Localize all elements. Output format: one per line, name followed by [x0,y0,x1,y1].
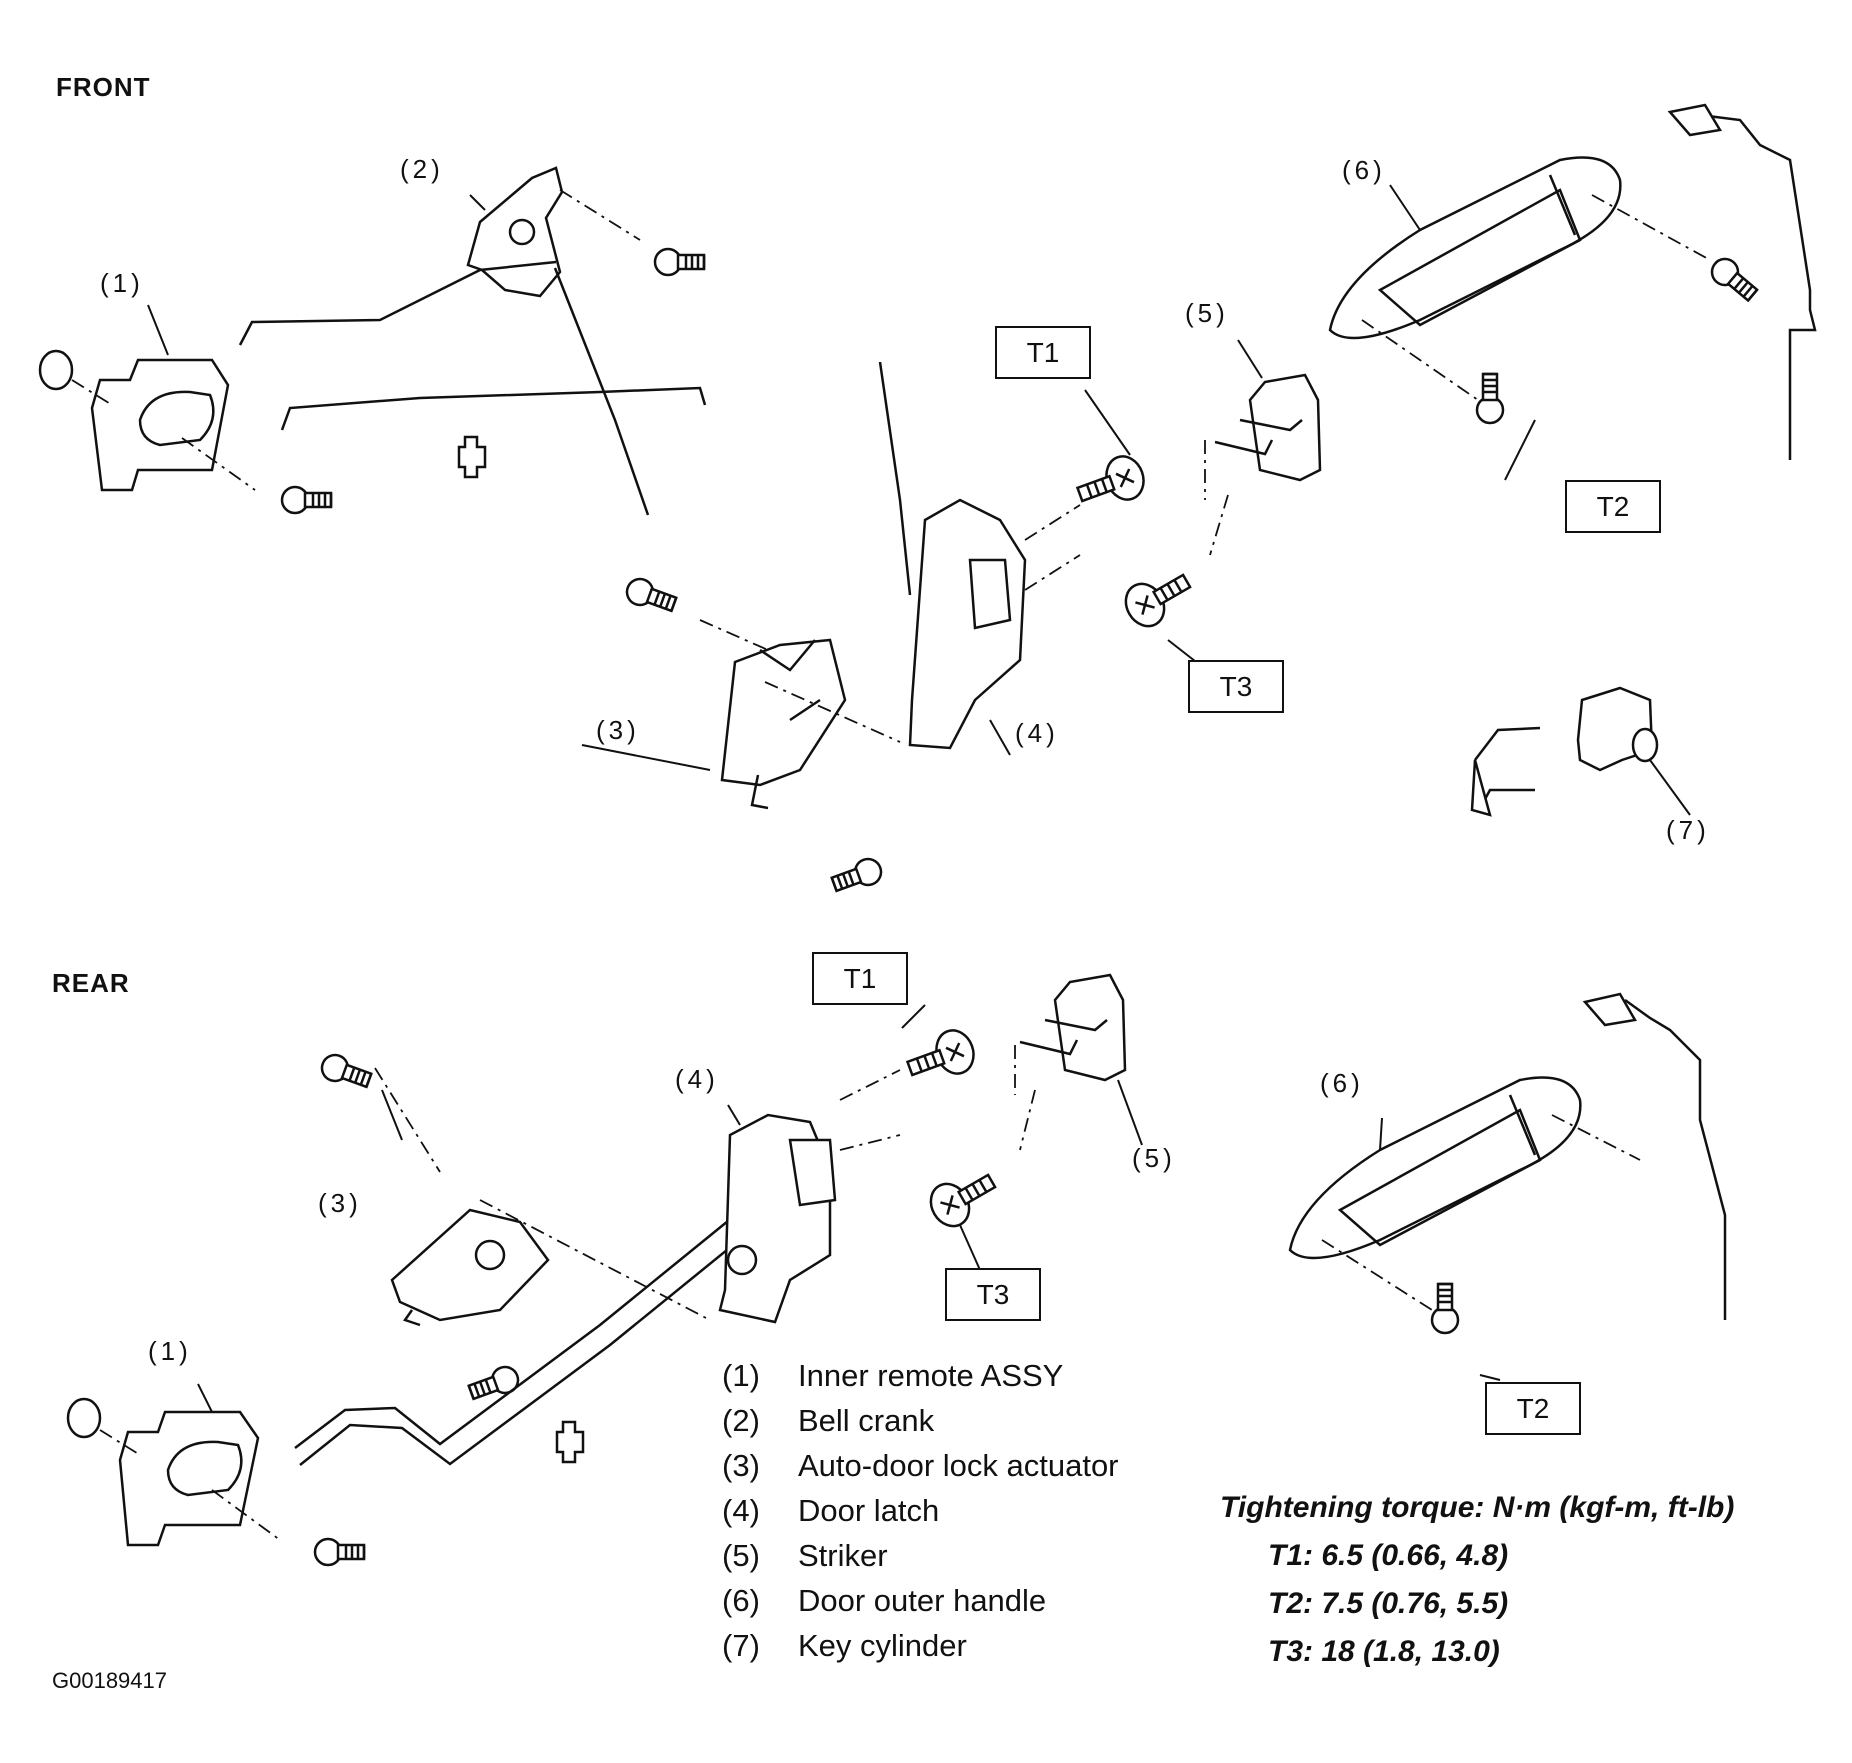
front-callout-1: (1) [100,268,144,298]
legend-label: Auto-door lock actuator [798,1447,1119,1483]
legend-row: (7) Key cylinder [722,1623,1119,1668]
legend-number: (6) [722,1582,760,1618]
legend-label: Inner remote ASSY [798,1357,1064,1393]
front-bell-crank [238,166,707,516]
front-section-label: FRONT [56,72,151,102]
rear-t2-box: T2 [1485,1382,1581,1435]
legend-label: Bell crank [798,1402,935,1438]
legend-number: (2) [722,1402,760,1438]
rear-rods [294,1194,771,1466]
front-door-latch [878,361,1081,750]
legend-label: Door latch [798,1492,940,1528]
front-t1-box: T1 [995,326,1091,379]
parts-legend: (1) Inner remote ASSY (2) Bell crank (3) Au… [722,1353,1119,1668]
legend-row: (1) Inner remote ASSY [722,1353,1119,1398]
front-callout-2: (2) [400,154,444,184]
rear-actuator [317,1050,707,1406]
front-t2-box: T2 [1565,480,1661,533]
leader-lines [147,184,1691,1413]
rear-callout-5: (5) [1132,1143,1176,1173]
legend-number: (7) [722,1627,760,1663]
rear-inner-remote [66,1397,366,1567]
torque-title: Tightening torque: N·m (kgf-m, ft-lb) [1220,1491,1735,1524]
front-t3-box: T3 [1188,660,1284,713]
front-callout-6: (6) [1342,155,1386,185]
legend-label: Key cylinder [798,1627,967,1663]
front-callout-5: (5) [1185,298,1229,328]
rear-t1-box: T1 [812,952,908,1005]
front-callout-3: (3) [596,715,640,745]
rear-striker [1014,973,1127,1151]
front-callout-7: (7) [1666,815,1710,845]
front-key-cylinder [1470,686,1659,817]
legend-label: Striker [798,1537,888,1573]
legend-number: (1) [722,1357,760,1393]
rear-section-label: REAR [52,968,130,998]
front-inner-remote [38,349,333,515]
front-striker [1204,373,1322,556]
rear-callout-4: (4) [675,1064,719,1094]
front-actuator [622,574,901,898]
rear-callout-3: (3) [318,1188,362,1218]
legend-row: (5) Striker [722,1533,1119,1578]
rear-door-latch [718,1069,901,1324]
legend-number: (3) [722,1447,760,1483]
rear-t3-box: T3 [945,1268,1041,1321]
torque-value-t2: T2: 7.5 (0.76, 5.5) [1268,1587,1509,1620]
rear-callout-1: (1) [148,1336,192,1366]
legend-row: (3) Auto-door lock actuator [722,1443,1119,1488]
legend-row: (6) Door outer handle [722,1578,1119,1623]
legend-row: (2) Bell crank [722,1398,1119,1443]
front-callout-4: (4) [1015,718,1059,748]
rear-outer-handle [1288,992,1727,1335]
torque-value-t1: T1: 6.5 (0.66, 4.8) [1268,1539,1509,1572]
legend-label: Door outer handle [798,1582,1047,1618]
legend-number: (5) [722,1537,760,1573]
legend-row: (4) Door latch [722,1488,1119,1533]
legend-number: (4) [722,1492,760,1528]
rear-callout-6: (6) [1320,1068,1364,1098]
front-outer-handle [1328,103,1817,460]
torque-specs: Tightening torque: N·m (kgf-m, ft-lb) T1… [1220,1484,1734,1676]
torque-value-t3: T3: 18 (1.8, 13.0) [1268,1635,1500,1668]
figure-id: G00189417 [52,1668,167,1693]
